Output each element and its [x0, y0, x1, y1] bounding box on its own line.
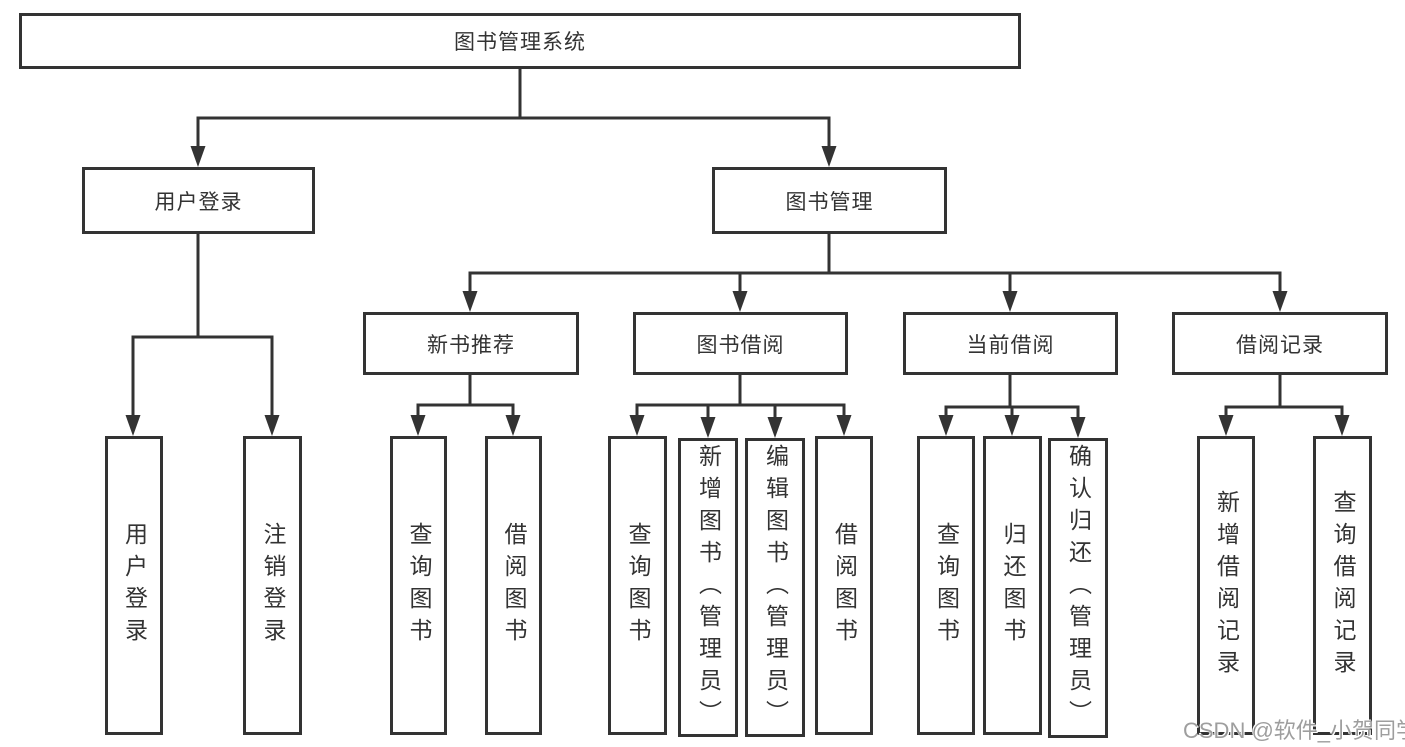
leaf-query-books-1: 查询图书 — [390, 436, 447, 735]
leaf-logout-label: 注销登录 — [260, 521, 286, 650]
leaf-query-books-3: 查询图书 — [917, 436, 975, 735]
leaf-return-books-label: 归还图书 — [1000, 521, 1026, 650]
node-current-borrowing-label: 当前借阅 — [966, 333, 1055, 357]
arrowhead — [1002, 291, 1018, 312]
arrowhead — [1334, 415, 1350, 436]
leaf-borrow-books-2: 借阅图书 — [815, 436, 873, 735]
leaf-query-books-2-label: 查询图书 — [625, 521, 651, 650]
leaf-confirm-return-admin: 确认归还（管理员） — [1048, 438, 1108, 738]
leaf-add-borrow-record-label: 新增借阅记录 — [1213, 489, 1240, 682]
node-new-book-recommend: 新书推荐 — [363, 312, 579, 375]
node-book-management: 图书管理 — [712, 167, 947, 234]
arrowhead — [264, 415, 280, 436]
leaf-edit-book-admin: 编辑图书（管理员） — [745, 438, 805, 737]
arrowhead — [629, 415, 645, 436]
arrowhead — [1070, 417, 1086, 438]
arrowhead — [505, 415, 521, 436]
leaf-borrow-books-1: 借阅图书 — [485, 436, 542, 735]
arrowhead — [190, 146, 206, 167]
leaf-confirm-return-admin-label: 确认归还（管理员） — [1065, 444, 1092, 732]
leaf-query-books-1-label: 查询图书 — [406, 521, 432, 650]
arrowhead — [767, 417, 783, 438]
node-borrowing-records: 借阅记录 — [1172, 312, 1388, 375]
node-book-borrowing: 图书借阅 — [633, 312, 848, 375]
leaf-query-books-2: 查询图书 — [608, 436, 667, 735]
leaf-edit-book-admin-label: 编辑图书（管理员） — [762, 443, 789, 732]
arrowhead — [700, 417, 716, 438]
node-borrowing-records-label: 借阅记录 — [1236, 333, 1324, 357]
arrowhead — [1218, 415, 1234, 436]
arrowhead — [410, 415, 426, 436]
leaf-borrow-books-1-label: 借阅图书 — [501, 521, 527, 650]
leaf-query-borrow-record: 查询借阅记录 — [1313, 436, 1372, 735]
arrowhead — [836, 415, 852, 436]
node-book-borrowing-label: 图书借阅 — [696, 333, 785, 357]
node-root-label: 图书管理系统 — [454, 31, 586, 54]
leaf-logout: 注销登录 — [243, 436, 302, 735]
leaf-user-login-label: 用户登录 — [121, 521, 148, 650]
leaf-add-book-admin-label: 新增图书（管理员） — [695, 443, 722, 732]
leaf-query-borrow-record-label: 查询借阅记录 — [1330, 489, 1356, 682]
arrowhead — [462, 291, 478, 312]
node-book-management-label: 图书管理 — [785, 190, 874, 214]
node-user-login: 用户登录 — [82, 167, 315, 234]
leaf-borrow-books-2-label: 借阅图书 — [831, 521, 858, 650]
node-new-book-recommend-label: 新书推荐 — [427, 333, 515, 357]
leaf-query-books-3-label: 查询图书 — [933, 521, 960, 650]
arrowhead — [938, 415, 954, 436]
node-user-login-label: 用户登录 — [154, 190, 243, 214]
leaf-add-borrow-record: 新增借阅记录 — [1197, 436, 1255, 735]
arrowhead — [821, 146, 837, 167]
arrowhead — [1272, 291, 1288, 312]
arrowhead — [732, 291, 748, 312]
node-current-borrowing: 当前借阅 — [903, 312, 1118, 375]
csdn-watermark: CSDN @软件_小贺同学 — [1183, 718, 1405, 743]
arrowhead — [125, 415, 141, 436]
leaf-add-book-admin: 新增图书（管理员） — [678, 438, 738, 737]
arrowhead — [1004, 415, 1020, 436]
leaf-return-books: 归还图书 — [983, 436, 1042, 735]
node-root: 图书管理系统 — [19, 13, 1021, 69]
leaf-user-login: 用户登录 — [105, 436, 163, 735]
